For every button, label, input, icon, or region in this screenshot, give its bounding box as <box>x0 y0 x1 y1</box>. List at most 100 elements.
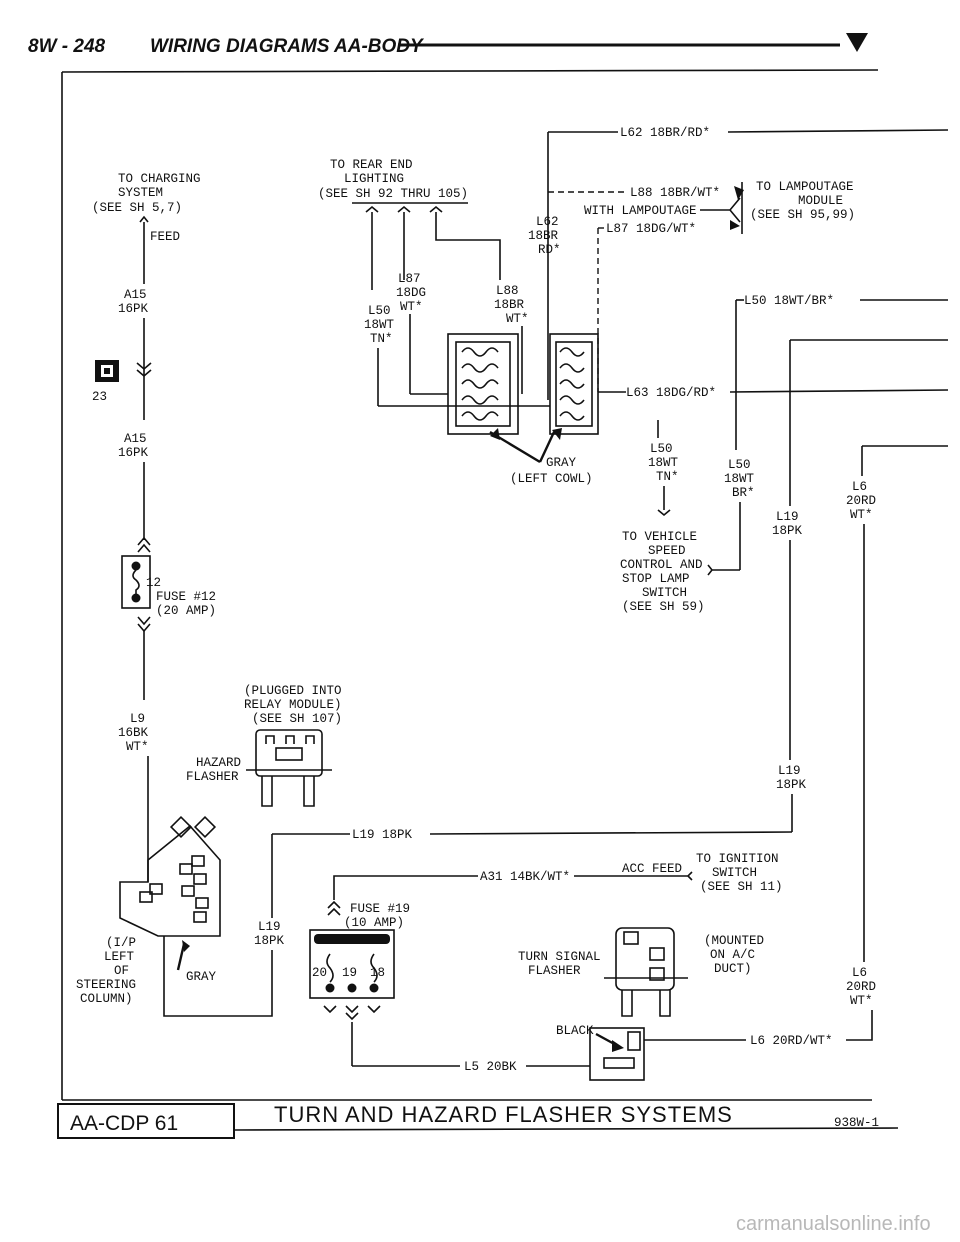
turn-label-1: TURN SIGNAL <box>518 950 601 964</box>
fuse-pin-20: 20 <box>312 966 327 980</box>
fuse-19-block: TO IGNITION SWITCH (SEE SH 11) ACC FEED … <box>309 852 783 1074</box>
l19a-label-1: L19 <box>776 510 799 524</box>
l62v-label-3: RD* <box>538 243 561 257</box>
l87a-label-1: L87 <box>398 272 421 286</box>
vehicle-label-3: CONTROL AND <box>620 558 703 572</box>
diagram-frame <box>61 69 879 1101</box>
to-lampoutage-label-3: (SEE SH 95,99) <box>750 208 855 222</box>
l9-label-3: WT* <box>126 740 149 754</box>
turn-label-2: FLASHER <box>528 964 581 978</box>
connector-chevron-icon <box>327 900 341 916</box>
l88a-label-3: WT* <box>506 312 529 326</box>
gray-label: GRAY <box>546 456 577 470</box>
black-label: BLACK <box>556 1024 594 1038</box>
fuse-12-label: FUSE #12 <box>156 590 216 604</box>
l19b-label-1: L19 <box>778 764 801 778</box>
vehicle-label-5: SWITCH <box>642 586 687 600</box>
ip-label-1: (I/P <box>106 936 136 950</box>
diagram-code: AA-CDP 61 <box>70 1112 178 1135</box>
acc-feed-label: ACC FEED <box>622 862 682 876</box>
ip-label-2: LEFT <box>104 950 135 964</box>
l50c-label-2: 18WT <box>724 472 755 486</box>
page-number: 8W - 248 <box>28 36 106 57</box>
vehicle-label-1: TO VEHICLE <box>622 530 697 544</box>
l50a-label-3: 18WT <box>364 318 395 332</box>
triangle-marker-icon <box>846 33 868 52</box>
l9-label-2: 16BK <box>118 726 149 740</box>
l19-horizontal-label: L19 18PK <box>352 828 413 842</box>
plugged-label-3: (SEE SH 107) <box>252 712 342 726</box>
charging-label-3: (SEE SH 5,7) <box>92 201 182 215</box>
a15-bottom-label-2: 16PK <box>118 446 149 460</box>
charging-feed-circuit: TO CHARGING SYSTEM (SEE SH 5,7) FEED A15… <box>92 172 201 553</box>
connector-chevron-icon <box>136 362 152 378</box>
multifunction-connector <box>447 333 519 435</box>
with-lampoutage-label: WITH LAMPOUTAGE <box>584 204 697 218</box>
hazard-flasher: (PLUGGED INTO RELAY MODULE) (SEE SH 107)… <box>186 684 342 807</box>
to-lampoutage-label-1: TO LAMPOUTAGE <box>756 180 854 194</box>
fuse-12-number: 12 <box>146 576 161 590</box>
fuse-12-rating: (20 AMP) <box>156 604 216 618</box>
lampoutage-section: L62 18BR/RD* L88 18BR/WT* WITH LAMPOUTAG… <box>489 126 949 614</box>
to-lampoutage-label-2: MODULE <box>798 194 843 208</box>
page-footer: AA-CDP 61 TURN AND HAZARD FLASHER SYSTEM… <box>57 1102 899 1139</box>
l87a-label-2: 18DG <box>396 286 426 300</box>
gray-ground-label: GRAY <box>186 970 217 984</box>
turn-signal-flasher: TURN SIGNAL FLASHER (MOUNTED ON A/C DUCT… <box>518 927 833 1081</box>
right-wires: L19 18PK L6 20RD WT* L19 18PK L19 18PK L… <box>272 339 948 1041</box>
ip-label-4: STEERING <box>76 978 136 992</box>
fuse-19-label: FUSE #19 <box>350 902 410 916</box>
l50a-label-4: TN* <box>370 332 393 346</box>
diagram-ref: 938W-1 <box>834 1116 879 1130</box>
l6a-label-3: WT* <box>850 508 873 522</box>
mounted-label-3: DUCT) <box>714 962 752 976</box>
hazard-label-1: HAZARD <box>196 756 241 770</box>
l63-label: L63 18DG/RD* <box>626 386 716 400</box>
l6a-label-1: L6 <box>852 480 867 494</box>
l62-top-label: L62 18BR/RD* <box>620 126 710 140</box>
l50b-label-1: L50 <box>650 442 673 456</box>
connector-chevron-icon <box>137 616 151 633</box>
connector-arrow-icon <box>657 509 671 517</box>
fuse-pin-18: 18 <box>370 966 385 980</box>
fuse-19-rating: (10 AMP) <box>344 916 404 930</box>
l50-top-label: L50 18WT/BR* <box>744 294 834 308</box>
l19a-label-2: 18PK <box>772 524 803 538</box>
fuse-pin-19: 19 <box>342 966 357 980</box>
feed-label: FEED <box>150 230 180 244</box>
ignition-label-3: (SEE SH 11) <box>700 880 783 894</box>
connector-arrow-icon <box>365 205 443 213</box>
a15-top-label-2: 16PK <box>118 302 149 316</box>
plugged-label-2: RELAY MODULE) <box>244 698 342 712</box>
l6b-label-1: L6 <box>852 966 867 980</box>
page-title: WIRING DIAGRAMS AA-BODY <box>150 36 425 57</box>
charging-label-2: SYSTEM <box>118 186 163 200</box>
l88a-label-1: L88 <box>496 284 519 298</box>
l5-label: L5 20BK <box>464 1060 517 1074</box>
vehicle-label-2: SPEED <box>648 544 686 558</box>
l88a-label-2: 18BR <box>494 298 525 312</box>
fuse-12: 12 FUSE #12 (20 AMP) <box>121 555 216 700</box>
l19c-label-2: 18PK <box>254 934 285 948</box>
mounted-label-1: (MOUNTED <box>704 934 764 948</box>
l6b-label-3: WT* <box>850 994 873 1008</box>
mounted-label-2: ON A/C <box>710 948 755 962</box>
connector-arrow-icon <box>139 215 149 223</box>
l50a-label-2: WT* <box>400 300 423 314</box>
charging-label-1: TO CHARGING <box>118 172 201 186</box>
l87-top-label: L87 18DG/WT* <box>606 222 696 236</box>
connector-chevron-icon <box>137 536 151 553</box>
rear-lighting-section: TO REAR END LIGHTING (SEE SH 92 THRU 105… <box>318 158 550 435</box>
rear-label-3: (SEE SH 92 THRU 105) <box>318 187 468 201</box>
splice-number: 23 <box>92 390 107 404</box>
lampoutage-connector <box>549 333 599 435</box>
l6a-label-2: 20RD <box>846 494 876 508</box>
hazard-label-2: FLASHER <box>186 770 239 784</box>
l50c-label-3: BR* <box>732 486 755 500</box>
rear-label-1: TO REAR END <box>330 158 413 172</box>
ignition-label-1: TO IGNITION <box>696 852 779 866</box>
ip-label-5: COLUMN) <box>80 992 133 1006</box>
plugged-label-1: (PLUGGED INTO <box>244 684 342 698</box>
l62v-label-2: 18BR <box>528 229 559 243</box>
